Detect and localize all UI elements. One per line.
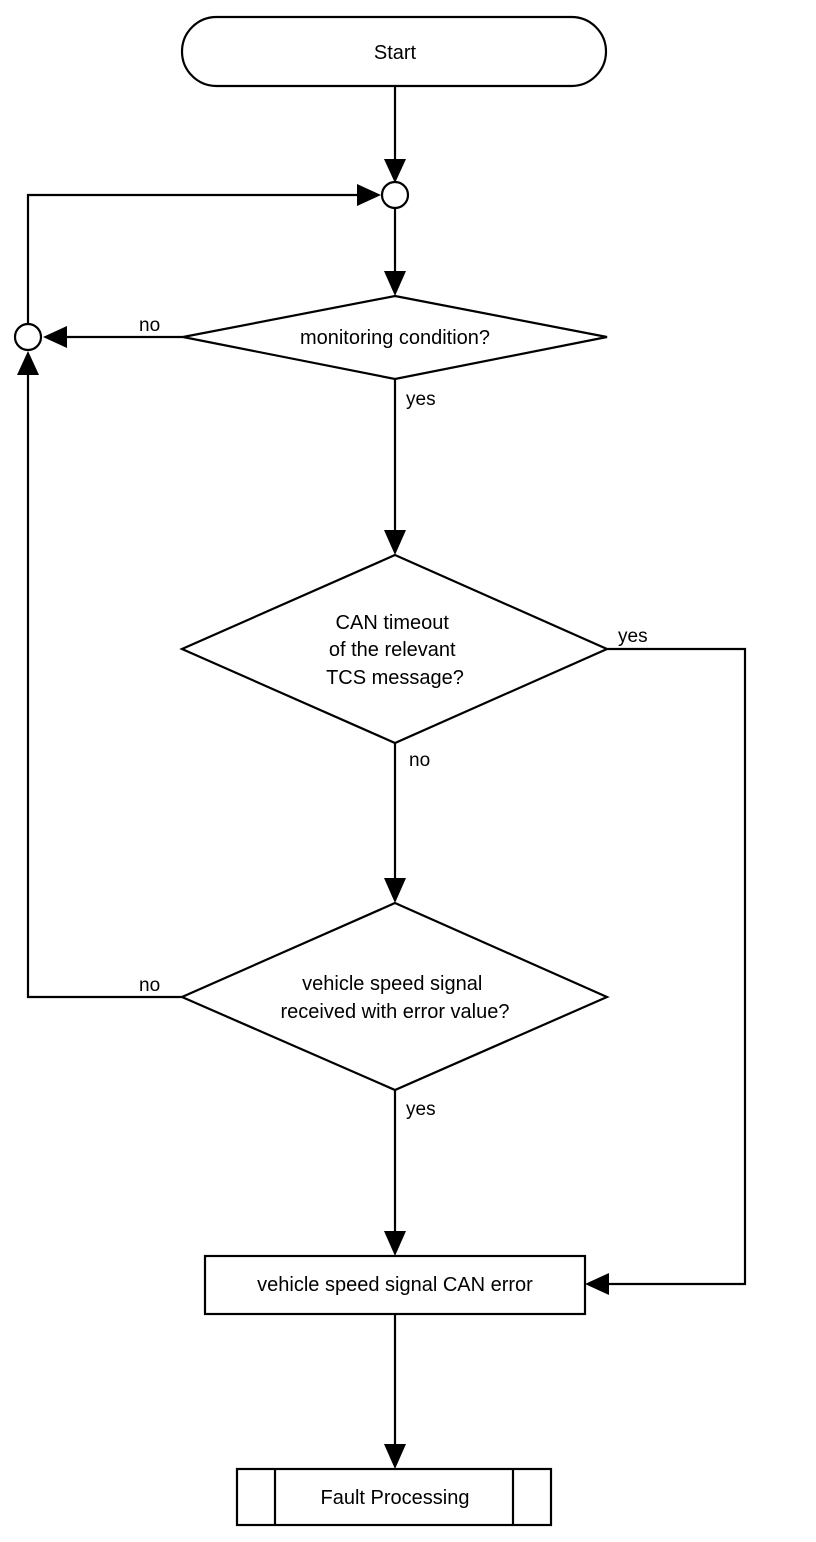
decision-can-timeout [179, 553, 610, 745]
timeout-yes-label: yes [618, 626, 648, 647]
arrowhead-left-junction [43, 326, 67, 348]
decision-monitoring-condition [182, 294, 608, 381]
timeout-label-line-3: TCS message? [326, 667, 464, 689]
arrowhead-down-monitoring [384, 271, 406, 296]
start-terminator [180, 15, 608, 88]
arrowhead-up-junction [17, 351, 39, 375]
monitoring-no-label: no [139, 315, 160, 336]
speed-signal-label: vehicle speed signal received with error… [281, 973, 510, 1023]
monitoring-label: monitoring condition? [300, 327, 490, 349]
decision-speed-signal-error [179, 901, 610, 1092]
arrowhead-right-junction [357, 184, 381, 206]
junction-top [380, 180, 410, 210]
arrowhead-down-timeout [384, 530, 406, 555]
timeout-label: CAN timeout of the relevant TCS message? [326, 612, 464, 689]
arrowhead-down-error [384, 1231, 406, 1256]
arrowhead-down-speed [384, 878, 406, 903]
start-label: Start [374, 42, 417, 64]
predefined-process-fault [235, 1467, 553, 1527]
fault-label: Fault Processing [321, 1487, 470, 1509]
speed-no-label: no [139, 975, 160, 996]
monitoring-yes-label: yes [406, 389, 436, 410]
speed-yes-label: yes [406, 1099, 436, 1120]
timeout-label-line-2: of the relevant [329, 639, 456, 661]
speed-signal-label-line-1: vehicle speed signal [302, 973, 482, 995]
arrowhead-left-error [585, 1273, 609, 1295]
timeout-no-label: no [409, 750, 430, 771]
edge-speed-no [26, 374, 182, 999]
speed-signal-label-line-2: received with error value? [281, 1001, 510, 1023]
edge-timeout-yes [606, 647, 747, 1286]
edge-loop-back [26, 193, 358, 323]
arrowhead-down-junction [384, 159, 406, 183]
arrowhead-down-fault [384, 1444, 406, 1469]
timeout-label-line-1: CAN timeout [336, 612, 450, 634]
process-can-error [203, 1254, 587, 1316]
junction-left [13, 322, 43, 352]
error-label: vehicle speed signal CAN error [257, 1274, 533, 1296]
